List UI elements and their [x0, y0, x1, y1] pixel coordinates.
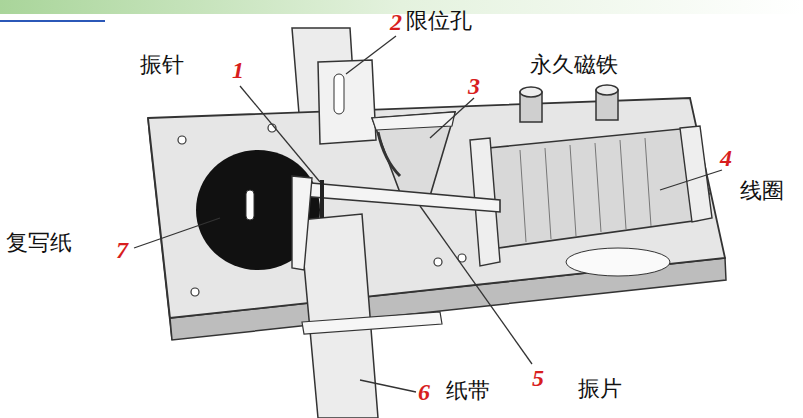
vibrating-arm [300, 182, 500, 212]
carbon-slot [246, 190, 254, 220]
callout-number: 1 [232, 58, 244, 82]
nameplate [566, 248, 670, 276]
part-name: 复写纸 [6, 232, 72, 254]
callout-number: 6 [418, 380, 430, 404]
tape-guide [302, 312, 442, 334]
part-name: 振片 [578, 378, 622, 400]
callout-number: 3 [468, 74, 480, 98]
part-name: 振针 [140, 54, 184, 76]
part-name: 永久磁铁 [530, 54, 618, 76]
callout-number: 5 [532, 366, 544, 390]
terminal-knobs [520, 85, 618, 122]
limit-hole [334, 74, 344, 114]
part-name: 限位孔 [406, 10, 472, 32]
carbon-paper [196, 150, 320, 270]
callout-number: 7 [116, 238, 128, 262]
coil-frame [680, 126, 712, 222]
leader-lines [134, 36, 722, 392]
callout-number: 4 [720, 146, 732, 170]
header-rule [0, 20, 105, 22]
part-name: 线圈 [740, 180, 784, 202]
permanent-magnet [372, 112, 455, 198]
spring [378, 132, 400, 176]
paper-tape-lower [300, 214, 378, 418]
board-top [148, 98, 725, 318]
vibrating-needle [320, 180, 324, 218]
part-name: 纸带 [446, 380, 490, 402]
coil-windings [520, 138, 651, 242]
arm-bracket [292, 176, 312, 270]
callout-number: 2 [390, 10, 402, 34]
